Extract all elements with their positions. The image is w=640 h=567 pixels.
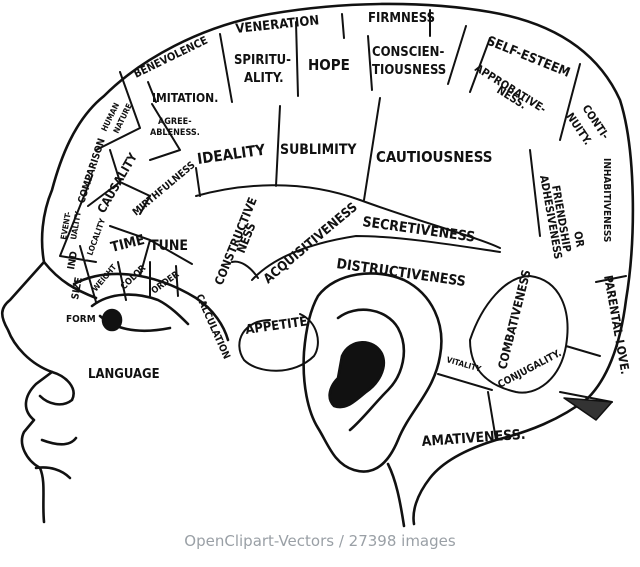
- label-agreeableness-1: AGREE-: [158, 117, 192, 127]
- label-amativeness: AMATIVENESS.: [421, 427, 526, 450]
- label-acquisitiveness: ACQUISITIVENESS: [261, 200, 361, 287]
- nose: [38, 370, 75, 406]
- cheek-line: [42, 260, 98, 300]
- label-inhabitiveness: INHABITIVENESS: [601, 158, 612, 242]
- label-friendship-2: OR: [571, 230, 587, 248]
- label-firmness: FIRMNESS: [368, 11, 435, 26]
- label-individuality: IND: [66, 251, 80, 271]
- label-calculation: CALCULATION: [193, 293, 231, 361]
- label-mirthfulness: MIRTHFULNESS: [131, 160, 198, 218]
- label-weight: WEIGHT: [91, 263, 119, 294]
- label-spirituality-1: SPIRITU-: [234, 53, 291, 68]
- label-ideality: IDEALITY: [196, 141, 267, 168]
- ear-outer: [302, 272, 443, 473]
- label-tune: TUNE: [150, 238, 188, 254]
- nostril: [40, 436, 78, 446]
- ear-canal: [328, 340, 386, 409]
- label-cautiousness: CAUTIOUSNESS: [376, 148, 493, 166]
- label-vitality: VITALITY: [445, 355, 482, 374]
- label-benevolence: BENEVOLENCE: [132, 34, 210, 81]
- label-locality: LOCALITY: [85, 217, 107, 257]
- eye-pupil: [101, 308, 123, 332]
- label-veneration: VENERATION: [235, 13, 320, 37]
- section-lines: [59, 9, 627, 441]
- ear-inner: [336, 308, 406, 432]
- phrenology-diagram: VENERATION FIRMNESS BENEVOLENCE SPIRITU-…: [0, 2, 635, 528]
- phrenology-head-svg: VENERATION FIRMNESS BENEVOLENCE SPIRITU-…: [0, 2, 635, 528]
- label-conscientiousness-2: TIOUSNESS: [372, 63, 446, 78]
- label-form: FORM: [66, 314, 96, 325]
- label-constructiveness-1: CONSTRUCTIVE: [212, 195, 260, 287]
- lips: [34, 466, 72, 480]
- label-hope: HOPE: [308, 56, 350, 74]
- label-conscientiousness-1: CONSCIEN-: [372, 45, 444, 60]
- label-language: LANGUAGE: [88, 367, 160, 382]
- label-size: SIZE: [70, 276, 85, 300]
- label-spirituality-2: ALITY.: [244, 71, 284, 86]
- label-appetite: APPETITE: [244, 314, 308, 338]
- hatched-wedge: [563, 397, 613, 421]
- eyebrow: [72, 272, 230, 342]
- eyelid: [90, 293, 190, 326]
- label-sublimity: SUBLIMITY: [280, 142, 357, 158]
- head-outline: [0, 2, 635, 526]
- image-credit[interactable]: OpenClipart-Vectors / 27398 images: [184, 532, 456, 550]
- label-imitation: IMITATION.: [152, 91, 218, 105]
- jaw-line: [386, 462, 406, 528]
- label-combativeness: COMBATIVENESS: [495, 268, 533, 370]
- label-distructiveness: DISTRUCTIVENESS: [335, 256, 466, 290]
- label-time: TIME: [109, 232, 146, 256]
- label-agreeableness-2: ABLENESS.: [150, 128, 200, 138]
